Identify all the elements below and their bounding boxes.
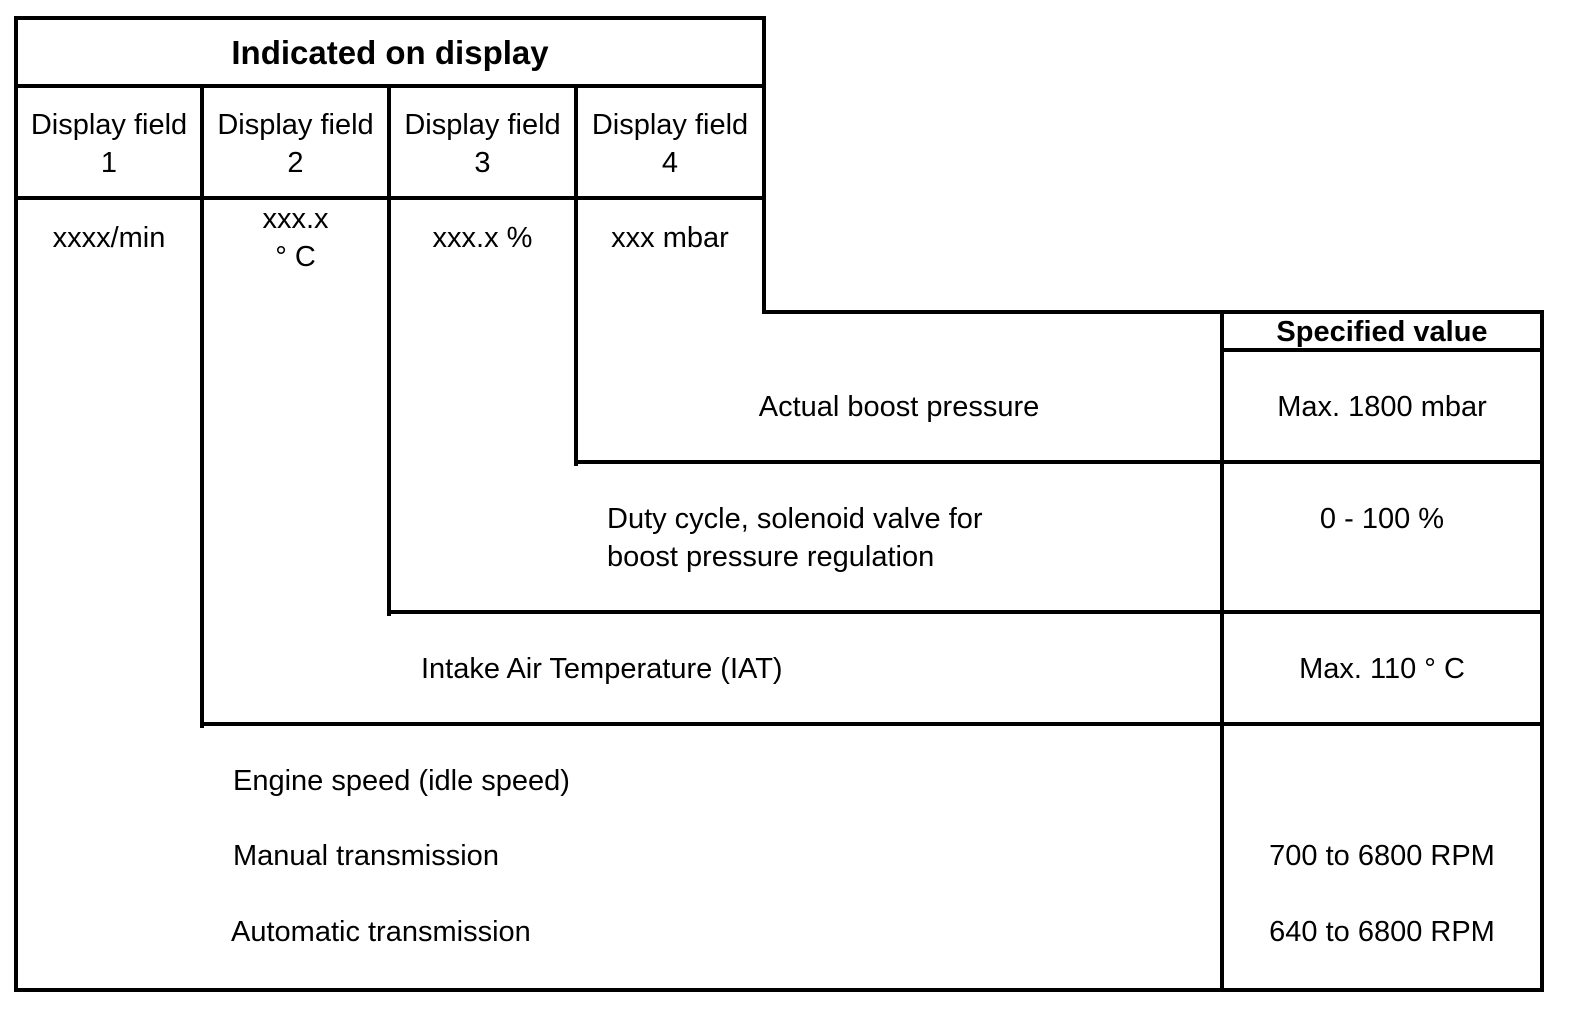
bottom-border [14,988,1544,992]
column-separator-1 [200,84,204,728]
field-header-3: Display field 3 [391,106,574,182]
header-title: Indicated on display [231,34,549,71]
engine-label: Engine speed (idle speed) [233,765,570,797]
auto-value: 640 to 6800 RPM [1269,916,1495,948]
field-header-3-label: Display field [404,109,561,141]
field-header-3-number: 3 [474,147,491,179]
field-header-1-label: Display field [30,109,188,141]
duty-label-line2: boost pressure regulation [607,541,935,573]
iat-label: Intake Air Temperature (IAT) [421,653,783,685]
top-border [14,16,766,20]
spec-header-divider [1220,348,1544,352]
auto-label: Automatic transmission [231,916,531,948]
row-divider-iat [200,722,1544,726]
field-header-1: Display field 1 [18,106,200,182]
spec-header: Specified value [1276,316,1488,348]
field-2-unit-line2: ° C [275,241,316,273]
field-2-unit: xxx.x ° C [204,200,387,276]
row-divider-duty [387,610,1544,614]
left-border [14,16,18,992]
column-separator-2 [387,84,391,616]
row-divider-boost [574,460,1544,464]
duty-label-line1: Duty cycle, solenoid valve for [607,503,983,535]
field-header-4: Display field 4 [578,106,762,182]
step-top-border [762,310,1544,314]
boost-label: Actual boost pressure [758,391,1040,423]
duty-value: 0 - 100 % [1319,503,1445,535]
field-header-4-number: 4 [661,147,679,179]
field-3-unit: xxx.x % [432,222,533,254]
manual-value: 700 to 6800 RPM [1269,840,1495,872]
header-right-border [762,16,766,314]
manual-label: Manual transmission [233,840,499,872]
field-1-unit: xxxx/min [52,222,166,254]
field-header-2-number: 2 [287,147,304,179]
field-header-2-label: Display field [217,109,374,141]
boost-value: Max. 1800 mbar [1277,391,1487,423]
duty-label: Duty cycle, solenoid valve for boost pre… [607,500,983,576]
field-2-unit-line1: xxx.x [262,203,329,235]
spec-column-separator [1220,310,1224,992]
column-separator-3 [574,84,578,466]
field-4-unit: xxx mbar [611,222,729,254]
right-border [1540,310,1544,992]
field-header-4-label: Display field [591,109,749,141]
iat-value: Max. 110 ° C [1299,653,1465,685]
field-header-1-number: 1 [100,147,118,179]
field-header-2: Display field 2 [204,106,387,182]
